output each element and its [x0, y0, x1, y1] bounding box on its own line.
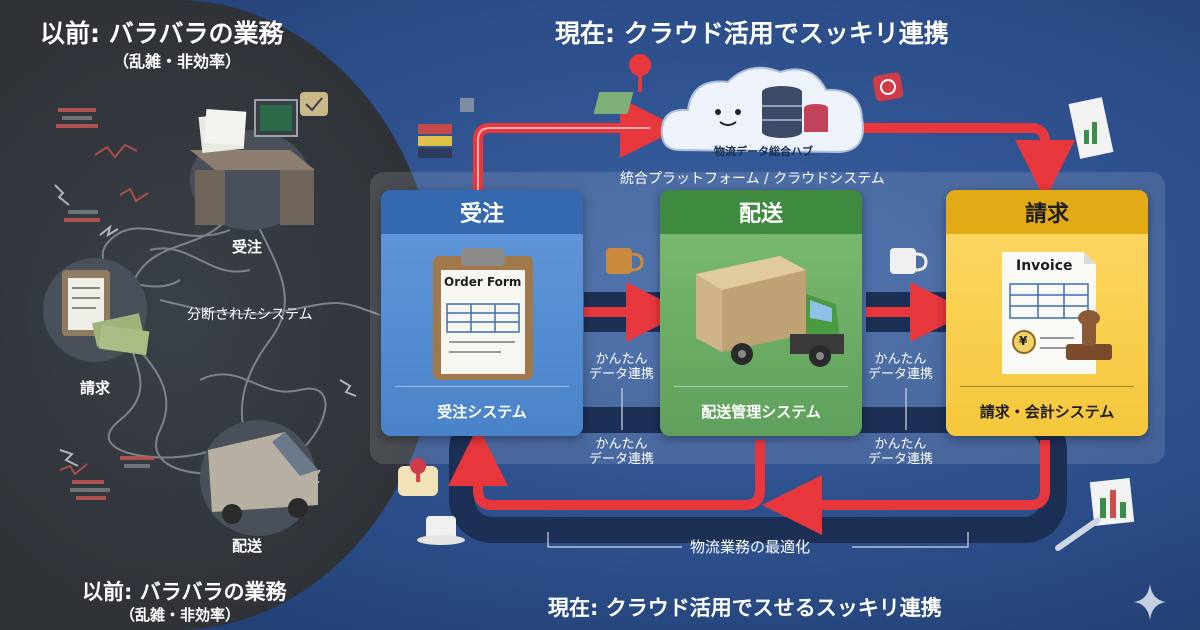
broken-connectors [59, 143, 149, 476]
cloud-database-icon [660, 66, 864, 154]
optimization-label: 物流業務の最適化 [690, 538, 811, 556]
order-form-icon [433, 248, 533, 380]
truck-icon [696, 256, 844, 367]
panel-title: 受注 [381, 190, 583, 234]
arrow-seikyu-return [762, 440, 1050, 535]
glitch-bars [56, 108, 154, 500]
left-label-juchu: 受注 [232, 238, 263, 256]
order-form-title: Order Form [444, 275, 522, 289]
left-title-top: 以前: バラバラの業務 [40, 19, 284, 48]
juchu-system-panel[interactable]: 受注 Order Form 受注システム [381, 190, 583, 436]
left-label-haiso: 配送 [232, 537, 263, 555]
stack-layers-icon [418, 124, 452, 158]
yen-symbol: ¥ [1019, 334, 1028, 348]
van-icon [200, 420, 318, 536]
clipboard-money-icon [43, 258, 150, 362]
platform-label: 統合プラットフォーム / クラウドシステム [620, 171, 885, 187]
fragmented-system-label: 分断されたシステム [187, 307, 313, 323]
pen-icon [1055, 517, 1101, 551]
left-title-bottom: 以前: バラバラの業務 [82, 580, 287, 604]
haiso-system-panel[interactable]: 配送 配送管理システム [660, 190, 862, 436]
panel-footer: 請求・会計システム [946, 386, 1148, 436]
left-subtitle-bottom: （乱雑・非効率） [120, 606, 241, 624]
coffee-cup-icon [417, 248, 928, 545]
arrow-from-hub [855, 123, 1075, 200]
panel-footer: 受注システム [381, 386, 583, 436]
arrow-haiso-return [448, 426, 765, 510]
right-title-bottom: 現在: クラウド活用でスせるスッキリ連携 [548, 596, 942, 620]
panel-title: 請求 [946, 190, 1148, 234]
sync-icon [872, 72, 904, 102]
seikyu-system-panel[interactable]: 請求 Invoice ¥ 請求・会計システム [946, 190, 1148, 436]
easy-link-label: かんたんデータ連携 [868, 352, 934, 382]
chart-document-icon [1068, 97, 1135, 526]
easy-link-label: かんたんデータ連携 [868, 437, 934, 467]
invoice-stamp-icon [1002, 252, 1112, 374]
panel-title: 配送 [660, 190, 862, 234]
chat-bubble-icon [398, 458, 438, 496]
easy-link-label: かんたんデータ連携 [589, 437, 655, 467]
invoice-title: Invoice [1016, 258, 1073, 274]
left-subtitle-top: （乱雑・非効率） [113, 52, 242, 71]
hub-label: 物流データ総合ハブ [714, 145, 813, 158]
right-title-top: 現在: クラウド活用でスッキリ連携 [555, 19, 949, 48]
panel-footer: 配送管理システム [660, 386, 862, 436]
sparkle-icon [1134, 584, 1166, 620]
easy-link-label: かんたんデータ連携 [589, 352, 655, 382]
desk-computer-icon [190, 92, 474, 230]
left-label-seikyu: 請求 [80, 379, 111, 397]
map-pin-icon [593, 54, 652, 114]
